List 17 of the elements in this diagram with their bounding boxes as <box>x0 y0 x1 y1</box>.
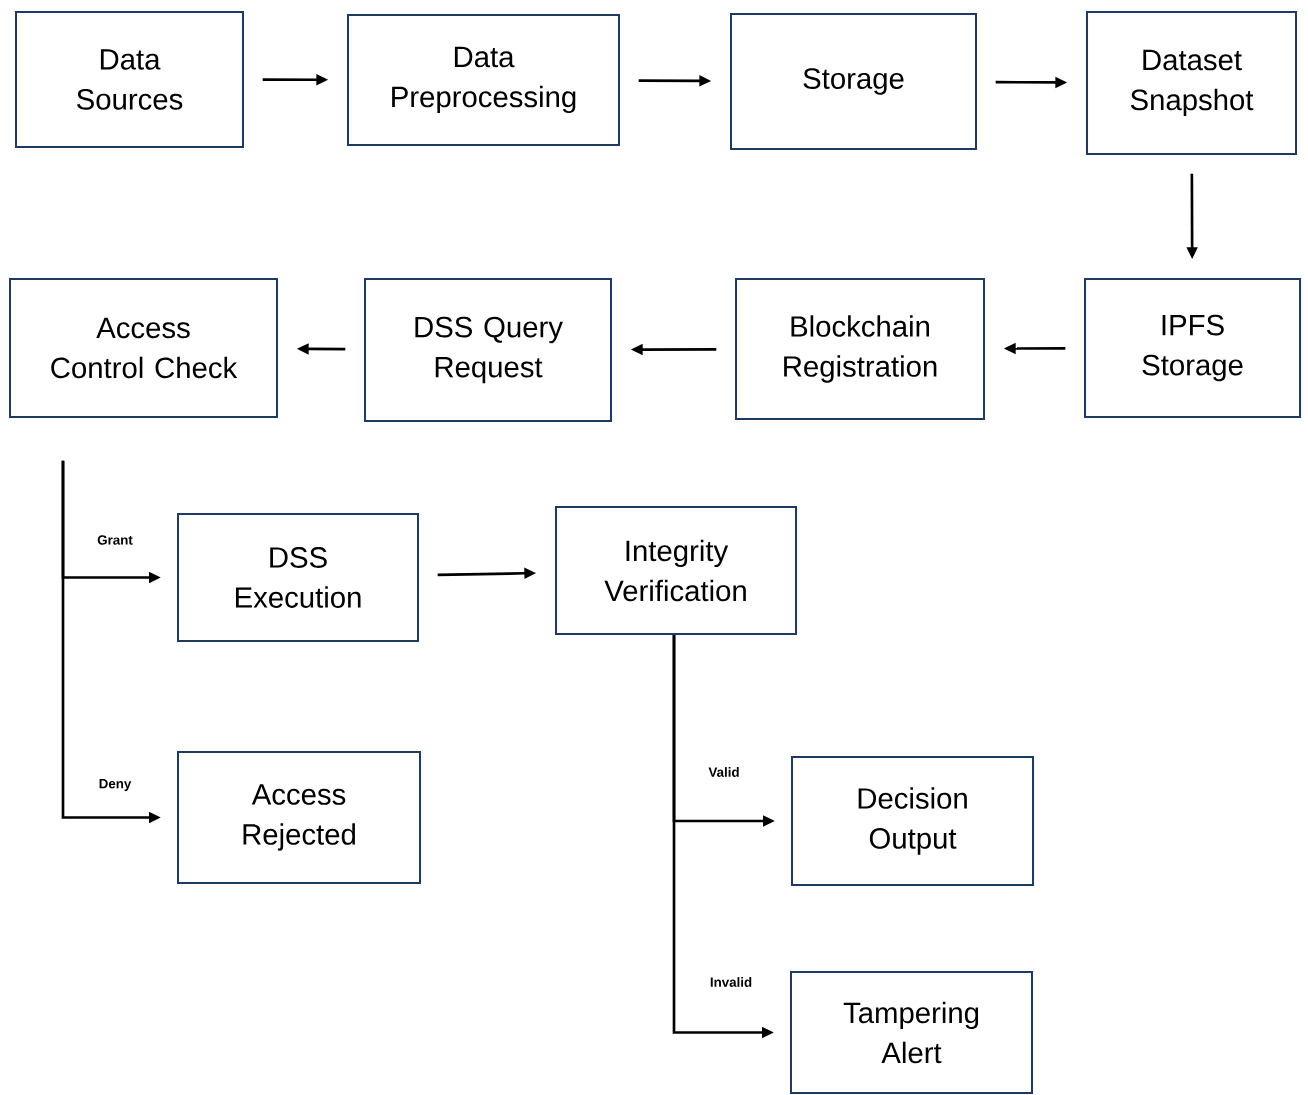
edge-label: Invalid <box>708 975 754 989</box>
process-box: Decision Output <box>791 756 1034 886</box>
process-box: IPFS Storage <box>1084 278 1302 418</box>
process-box: Integrity Verification <box>555 506 797 635</box>
edge-label: Valid <box>707 765 741 779</box>
process-box: Access Rejected <box>177 751 421 884</box>
process-box: Storage <box>730 13 977 150</box>
edge-label: Grant <box>95 533 135 547</box>
process-box: DSS Execution <box>177 513 419 642</box>
process-box: Blockchain Registration <box>735 278 985 420</box>
process-box: Dataset Snapshot <box>1086 11 1297 155</box>
process-box: Data Preprocessing <box>347 14 620 146</box>
edge-label: Deny <box>97 777 133 793</box>
process-box: Tampering Alert <box>790 971 1033 1094</box>
process-box: Data Sources <box>15 11 244 148</box>
process-box: Access Control Check <box>9 278 278 418</box>
process-box: DSS Query Request <box>364 278 612 422</box>
